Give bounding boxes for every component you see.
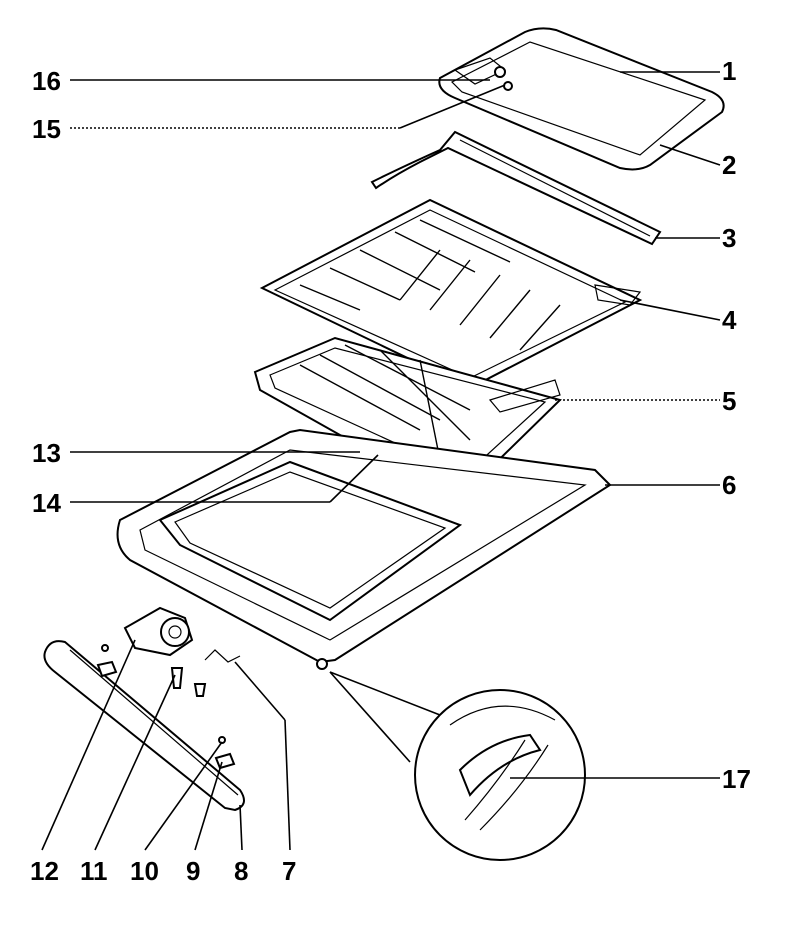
detail-view-circle <box>414 689 586 861</box>
label-1: 1 <box>722 56 736 86</box>
label-7: 7 <box>282 856 296 886</box>
sunroof-base-frame <box>116 428 612 664</box>
label-6: 6 <box>722 470 736 500</box>
label-8: 8 <box>234 856 248 886</box>
label-9: 9 <box>186 856 200 886</box>
sunshade-panel <box>259 198 643 390</box>
callout-labels: 16 15 1 2 3 4 5 6 13 14 17 12 11 10 9 8 … <box>30 56 751 886</box>
label-12: 12 <box>30 856 59 886</box>
label-10: 10 <box>130 856 159 886</box>
label-2: 2 <box>722 150 736 180</box>
label-14: 14 <box>32 488 61 518</box>
label-17: 17 <box>722 764 751 794</box>
drive-motor <box>123 606 194 657</box>
label-16: 16 <box>32 66 61 96</box>
label-4: 4 <box>722 305 737 335</box>
label-13: 13 <box>32 438 61 468</box>
label-15: 15 <box>32 114 61 144</box>
label-3: 3 <box>722 223 736 253</box>
glass-panel <box>438 27 725 171</box>
label-5: 5 <box>722 386 736 416</box>
label-11: 11 <box>80 856 108 886</box>
hardware-parts <box>96 644 328 770</box>
leader-lines <box>41 71 721 851</box>
trim-cover <box>43 640 245 812</box>
